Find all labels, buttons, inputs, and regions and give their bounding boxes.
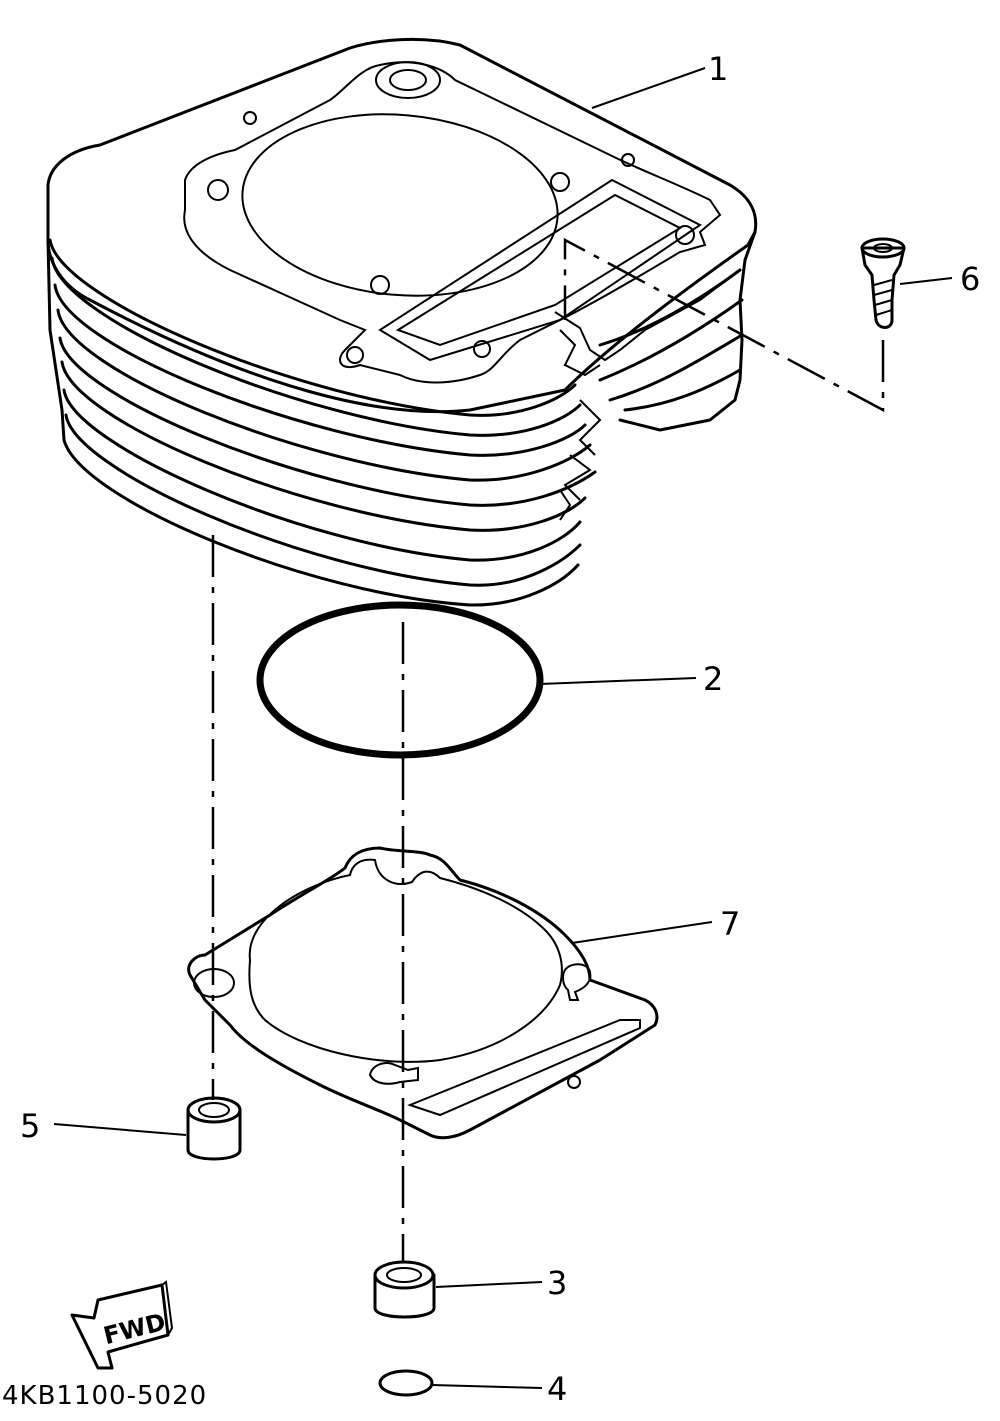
bolt[interactable] bbox=[860, 237, 906, 329]
callout-3: 3 bbox=[547, 1264, 567, 1302]
alignment-centerlines bbox=[211, 237, 885, 1262]
drawing-code: 4KB1100-5020 bbox=[2, 1381, 207, 1411]
cylinder-block[interactable] bbox=[46, 37, 758, 607]
callout-5: 5 bbox=[20, 1107, 40, 1145]
leader-lines bbox=[53, 67, 953, 1389]
o-ring[interactable] bbox=[256, 601, 544, 759]
callout-1: 1 bbox=[708, 50, 728, 88]
callout-6: 6 bbox=[960, 260, 980, 298]
callout-2: 2 bbox=[703, 660, 723, 698]
small-o-ring[interactable] bbox=[378, 1369, 434, 1397]
callout-4: 4 bbox=[547, 1370, 567, 1408]
dowel-pin-center[interactable] bbox=[373, 1260, 436, 1319]
callout-7: 7 bbox=[720, 905, 740, 943]
fwd-arrow-icon: FWD bbox=[70, 1280, 174, 1370]
cylinder-gasket[interactable] bbox=[187, 846, 659, 1140]
dowel-pin-left[interactable] bbox=[186, 1096, 242, 1161]
